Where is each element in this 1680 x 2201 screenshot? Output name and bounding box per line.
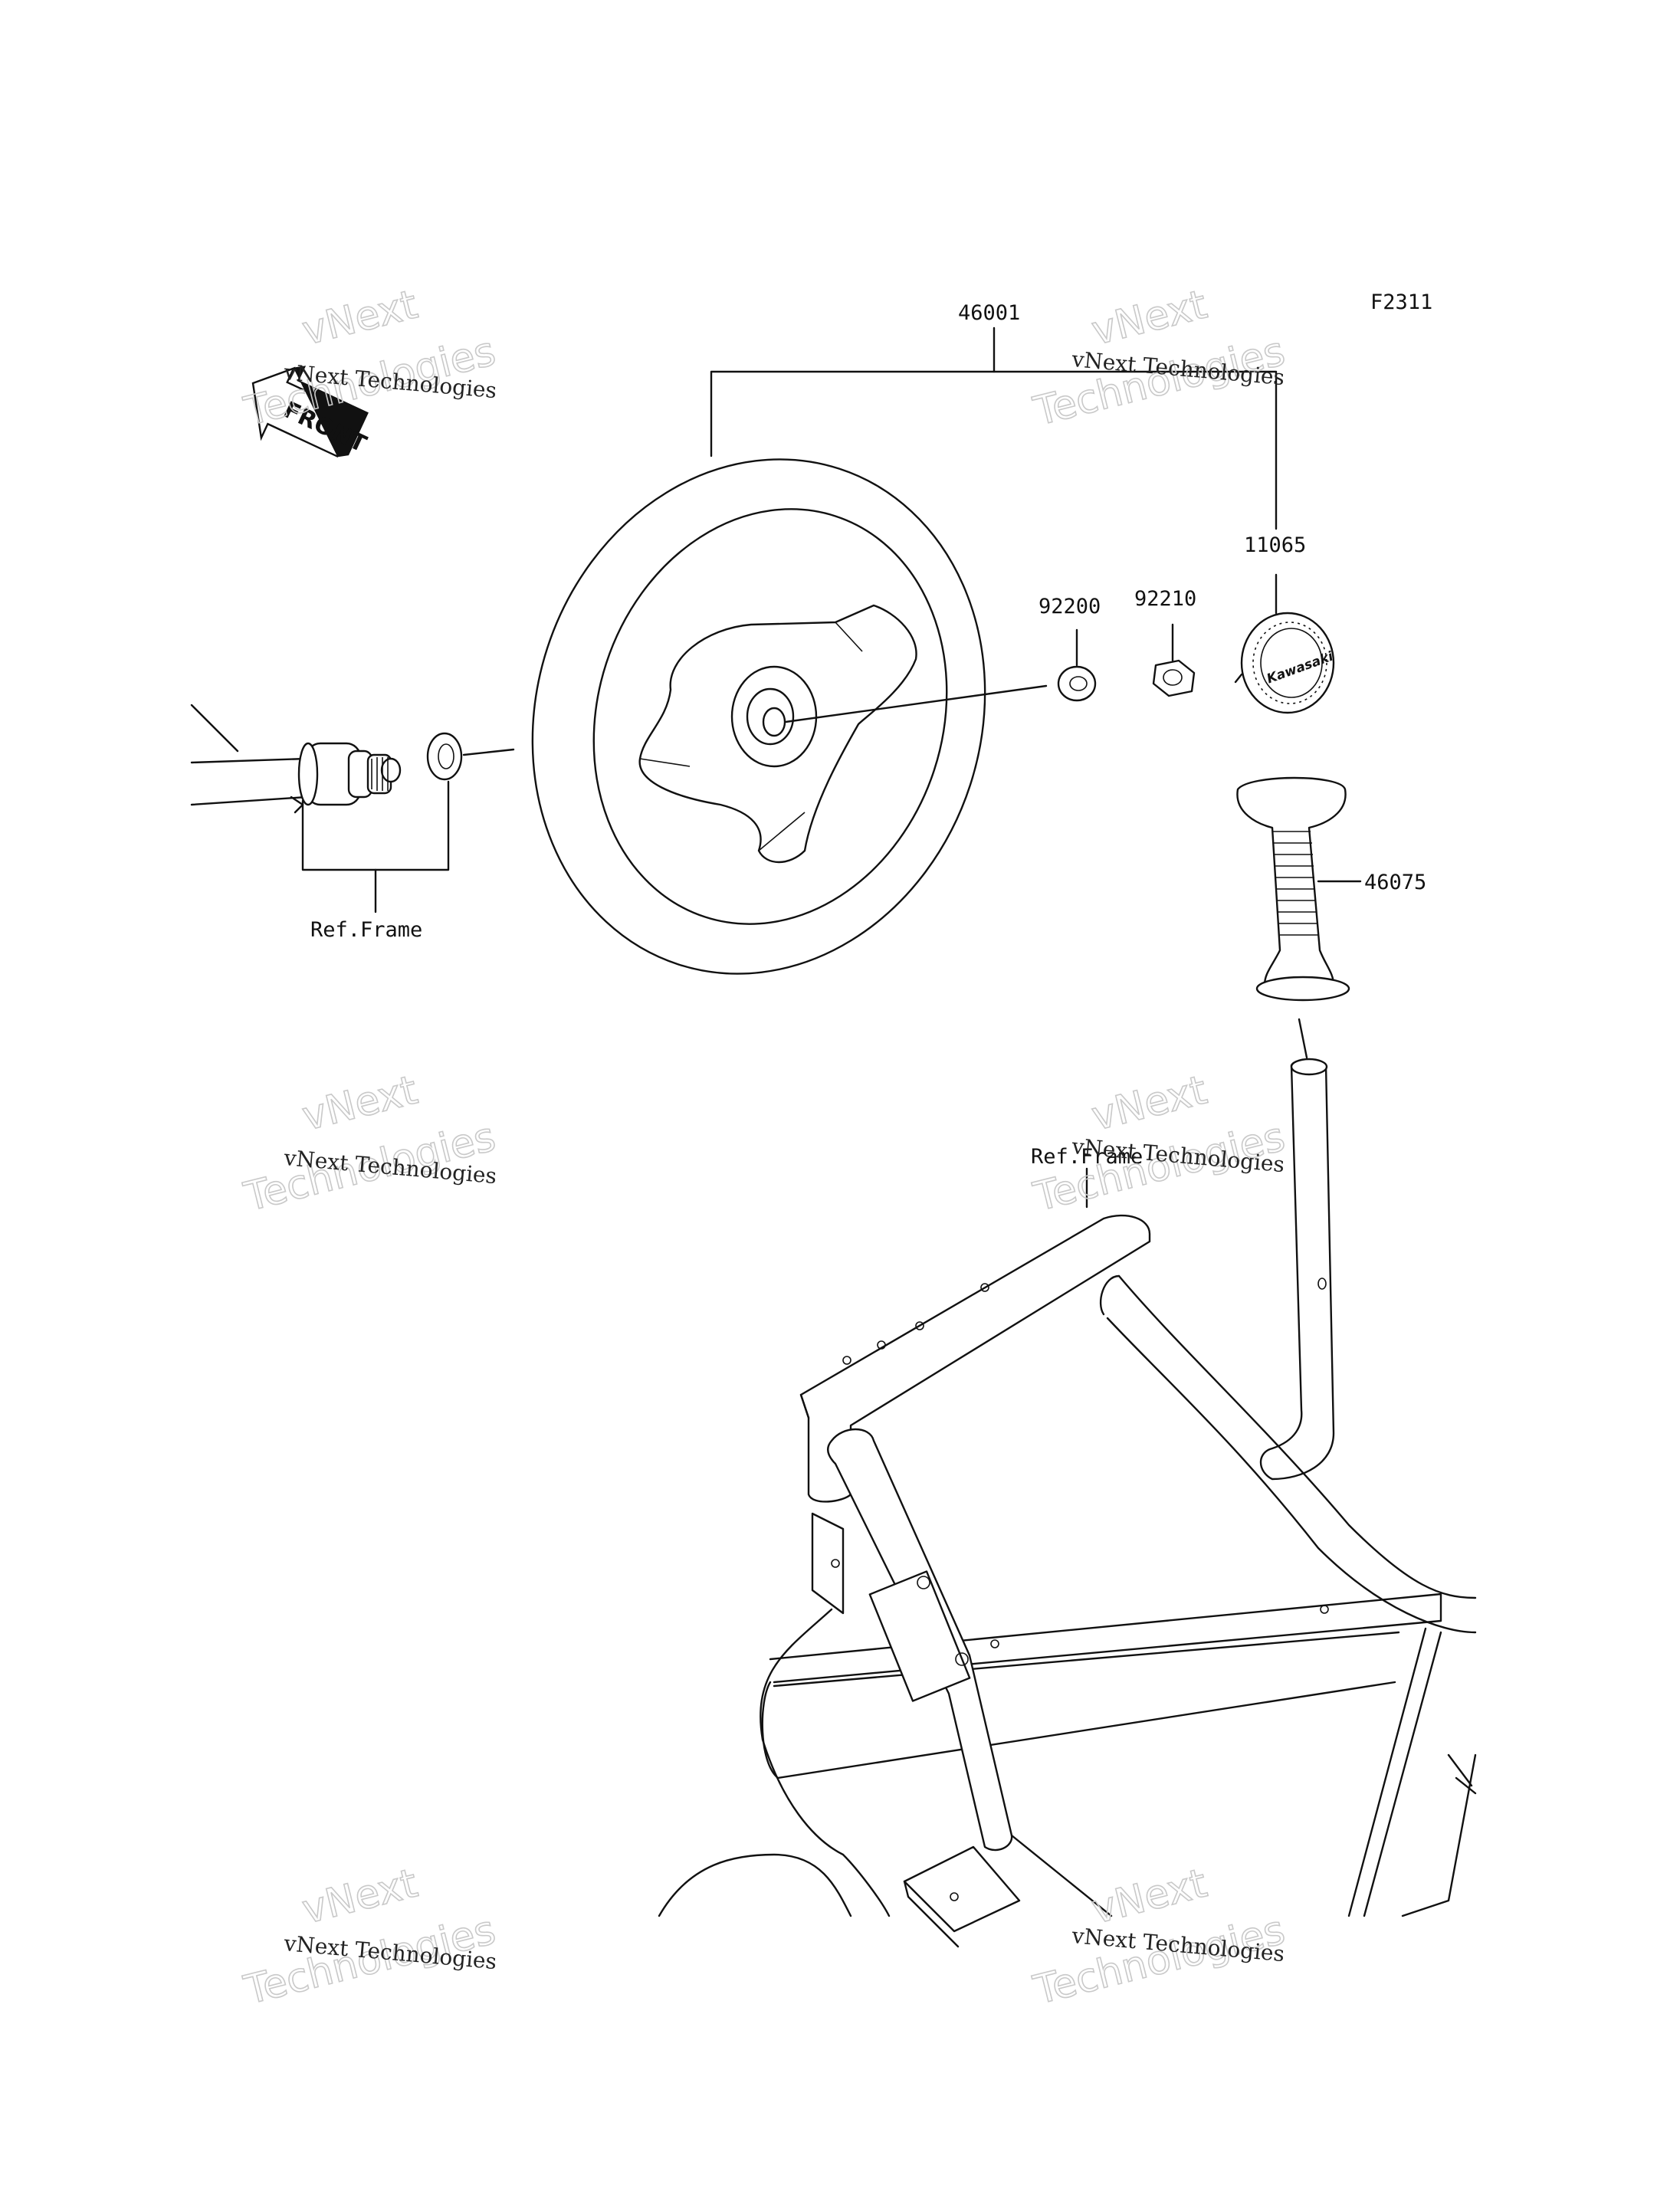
svg-text:vNext: vNext: [1088, 1861, 1212, 1934]
svg-text:vNext: vNext: [298, 1068, 422, 1140]
svg-text:vNext: vNext: [298, 1861, 422, 1934]
nut-92210: [1152, 659, 1196, 697]
ref-frame-left-label: Ref.Frame: [310, 918, 422, 942]
ref-frame-left-bracket: [301, 780, 450, 914]
hub-leader: [784, 684, 1048, 723]
svg-text:vNext: vNext: [1088, 1068, 1212, 1140]
grip-46075: [1236, 776, 1350, 1002]
watermark-2: vNext Technologies vNext Technologies: [1029, 281, 1290, 436]
part-label-11065: 11065: [1244, 533, 1306, 557]
ref-frame-center-label: Ref.Frame: [1031, 1145, 1143, 1169]
svg-text:vNext: vNext: [298, 282, 422, 355]
svg-text:vNext: vNext: [1088, 282, 1212, 355]
steering-wheel: [531, 458, 986, 975]
steering-column: [190, 704, 402, 814]
part-label-46075: 46075: [1364, 871, 1426, 894]
watermark-5: vNext Technologies vNext Technologies: [239, 1860, 500, 2015]
watermark-3: vNext Technologies vNext Technologies: [239, 1067, 500, 1222]
left-washer: [426, 732, 463, 781]
watermark-4: vNext Technologies vNext Technologies: [1029, 1067, 1290, 1222]
left-leader: [462, 748, 515, 756]
watermark-1: vNext Technologies vNext Technologies: [239, 281, 500, 436]
part-label-92210: 92210: [1134, 587, 1196, 611]
diagram-code: F2311: [1370, 290, 1432, 314]
front-arrow-icon: FRONT: [251, 366, 371, 458]
emblem-cap-11065: Kawasaki: [1234, 612, 1336, 714]
part-label-92200: 92200: [1039, 595, 1101, 618]
part-label-46001: 46001: [958, 301, 1020, 325]
vehicle-frame: [658, 1058, 1477, 1948]
grip-to-bar-leader: [1298, 1018, 1308, 1059]
washer-92200: [1057, 665, 1097, 702]
watermark-6: vNext Technologies vNext Technologies: [1029, 1860, 1290, 2015]
